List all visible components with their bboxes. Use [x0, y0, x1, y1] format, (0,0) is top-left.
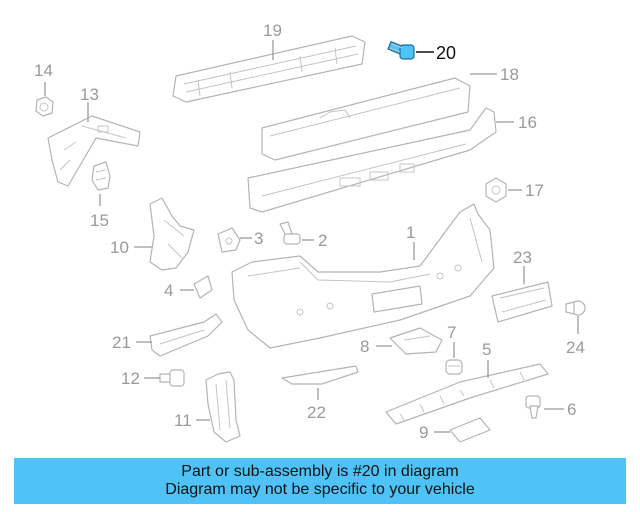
callout-6: 6	[567, 400, 576, 419]
part-5-diffuser	[385, 363, 549, 425]
callout-20: 20	[436, 43, 456, 63]
part-10-mud-flap	[149, 197, 195, 271]
callout-16: 16	[518, 113, 537, 132]
banner-line-part-number: Part or sub-assembly is #20 in diagram	[181, 463, 459, 480]
callout-3: 3	[254, 229, 263, 248]
part-3-clip	[217, 227, 241, 253]
callout-7: 7	[447, 323, 456, 342]
callout-11: 11	[174, 411, 192, 430]
part-23-plate-bracket	[491, 281, 553, 323]
part-9-small-trim	[449, 417, 491, 443]
part-14-nut	[35, 96, 54, 117]
callout-8: 8	[360, 337, 369, 356]
callout-23: 23	[513, 248, 532, 267]
info-banner: Part or sub-assembly is #20 in diagram D…	[14, 458, 626, 504]
callout-22: 22	[307, 403, 326, 422]
part-15-clip	[91, 161, 111, 191]
part-8-mount-bracket	[389, 327, 443, 355]
callout-24: 24	[566, 338, 585, 357]
callout-12: 12	[121, 369, 140, 388]
part-18-energy-absorber	[261, 77, 471, 161]
callout-15: 15	[90, 211, 109, 230]
callout-13: 13	[80, 85, 99, 104]
part-22-trim-strip	[281, 365, 359, 385]
callout-5: 5	[482, 340, 491, 359]
callout-9: 9	[419, 423, 428, 442]
part-16-lower-bracket	[247, 107, 497, 213]
part-12-bolt	[159, 369, 185, 387]
callout-19: 19	[263, 21, 282, 40]
callout-10: 10	[110, 238, 129, 257]
banner-line-disclaimer: Diagram may not be specific to your vehi…	[165, 481, 475, 498]
part-11-vertical-bracket	[205, 371, 241, 443]
part-13-side-bracket	[47, 115, 141, 187]
callout-17: 17	[525, 181, 544, 200]
callout-14: 14	[34, 61, 53, 80]
part-7-plug	[445, 359, 463, 375]
part-1-bumper-cover	[231, 203, 495, 349]
part-2-screw	[279, 221, 301, 245]
callout-1: 1	[406, 223, 415, 242]
callout-18: 18	[500, 65, 519, 84]
callout-2: 2	[318, 231, 327, 250]
part-17-nut	[485, 177, 507, 203]
callout-21: 21	[112, 333, 131, 352]
callout-4: 4	[164, 281, 173, 300]
part-4-clip	[193, 275, 213, 299]
part-20-bolt	[387, 40, 415, 60]
part-21-side-guide	[149, 313, 223, 357]
part-19-impact-bar	[172, 35, 366, 103]
part-24-sensor	[565, 300, 586, 316]
part-6-screw	[525, 395, 541, 419]
